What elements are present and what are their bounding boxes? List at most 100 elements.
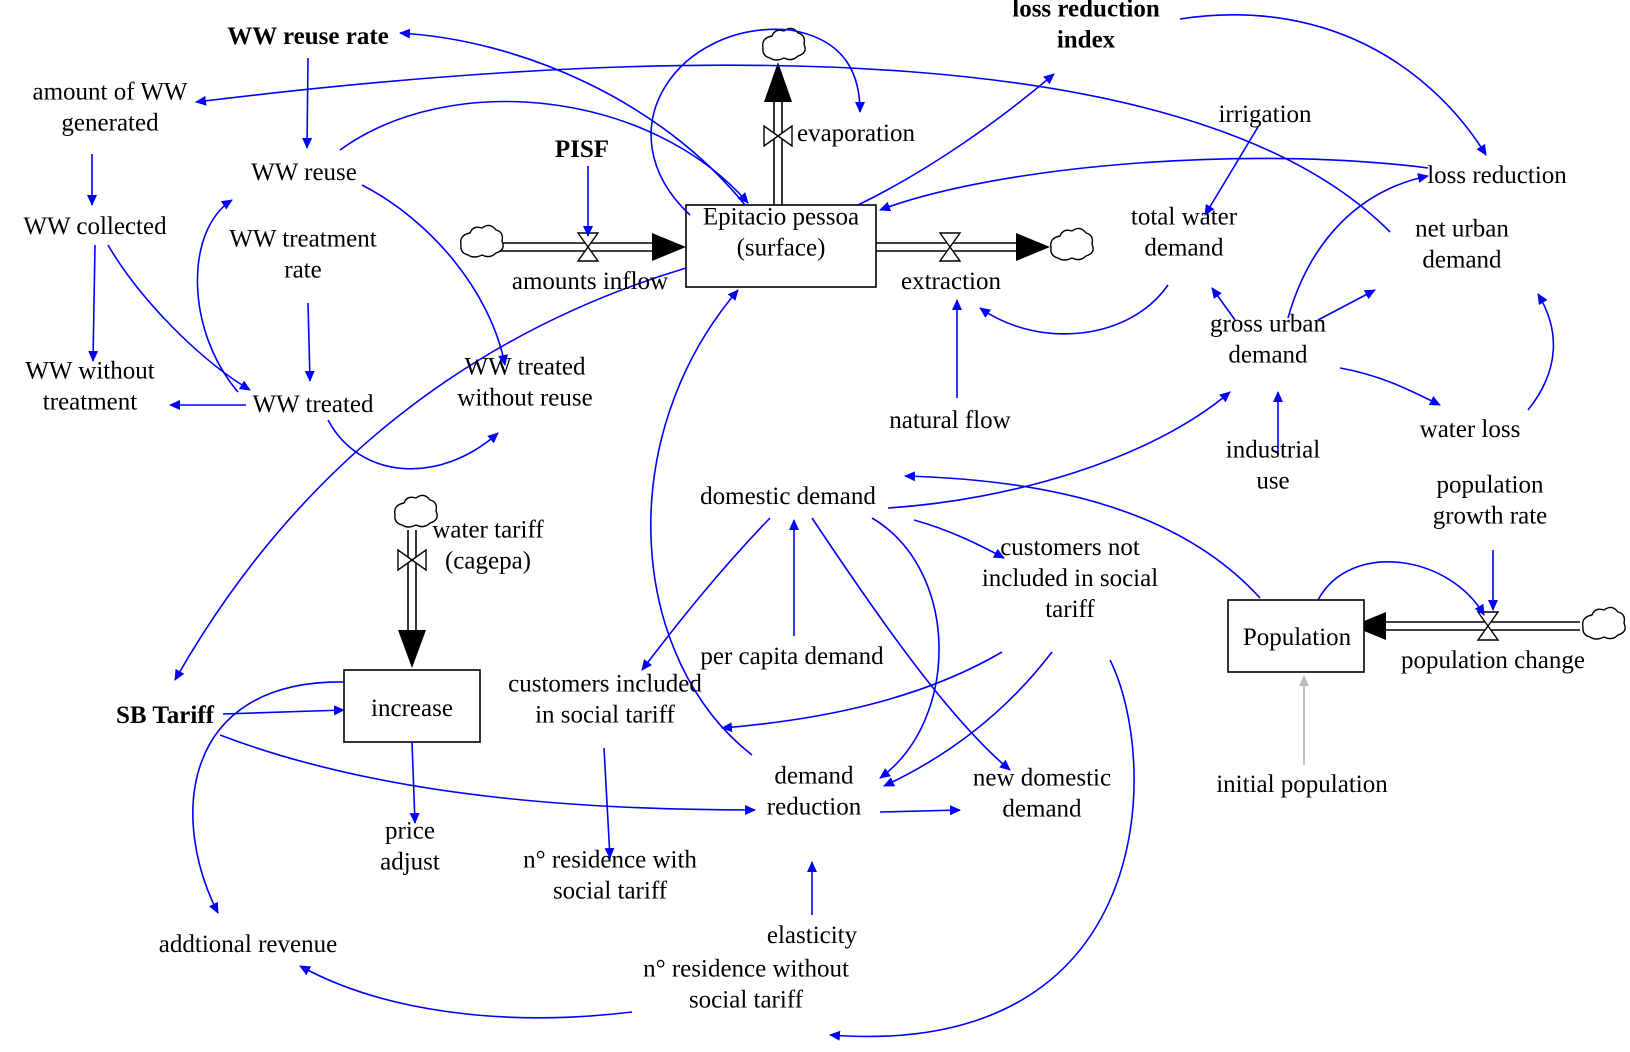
cloud-icon [460,224,504,258]
label-ww-without-treatment-line-2: treatment [43,389,137,416]
label-ww-treatment-rate: WW treatment rate [229,226,376,284]
label-loss-reduction-index: loss reduction index [1012,0,1160,54]
extraction-valve-icon [938,232,962,262]
water-tariff-pipe [398,530,426,668]
label-ww-treatment-rate-line-2: rate [284,257,321,284]
label-increase: increase [371,695,453,722]
label-elasticity: elasticity [767,922,858,949]
label-initial-population: initial population [1216,771,1388,798]
label-gross-urban-demand-line-2: demand [1228,342,1308,369]
label-ww-collected: WW collected [23,213,167,240]
label-industrial-use-line-1: industrial [1226,437,1320,464]
label-population-growth-rate-line-2: growth rate [1433,503,1548,530]
label-population-growth-rate: population growth rate [1433,472,1548,530]
label-addtional-revenue: addtional revenue [159,931,337,958]
label-elasticity-line-1: elasticity [767,922,858,949]
label-ww-treated-without-reuse-line-2: without reuse [457,385,592,412]
label-ww-reuse-rate: WW reuse rate [227,23,389,50]
label-amounts-inflow: amounts inflow [512,268,668,295]
label-n-residence-without-line-2: social tariff [689,987,804,1014]
label-n-residence-with-line-2: social tariff [553,878,668,905]
label-loss-reduction: loss reduction [1427,162,1567,189]
label-pisf: PISF [555,136,609,163]
label-loss-reduction-line-1: loss reduction [1427,162,1567,189]
label-epitacio-pessoa: Epitacio pessoa (surface) [703,204,859,262]
evaporation-valve-icon [763,124,793,148]
water-tariff-valve-icon [397,548,427,572]
label-increase-line-1: increase [371,695,453,722]
label-irrigation: irrigation [1218,101,1312,128]
label-amount-of-ww-generated-line-2: generated [61,110,159,137]
label-gross-urban-demand: gross urban demand [1210,311,1326,369]
label-price-adjust-line-1: price [385,818,435,845]
label-domestic-demand-line-1: domestic demand [700,483,876,510]
label-customers-not-included-line-3: tariff [1045,596,1095,623]
label-ww-treatment-rate-line-1: WW treatment [229,226,376,253]
cloud-icon [762,27,806,61]
label-population-growth-rate-line-1: population [1437,472,1544,499]
label-customers-included-line-2: in social tariff [535,702,675,729]
label-price-adjust-line-2: adjust [380,849,440,876]
population-change-valve-icon [1476,611,1500,641]
stock-increase [343,669,481,743]
label-total-water-demand-line-2: demand [1144,235,1224,262]
label-population: Population [1243,624,1352,651]
label-gross-urban-demand-line-1: gross urban [1210,311,1326,338]
label-ww-treated-without-reuse-line-1: WW treated [465,354,586,381]
population-change-pipe [1352,612,1580,640]
label-n-residence-with: n° residence with social tariff [523,847,697,905]
label-new-domestic-demand-line-1: new domestic [973,765,1111,792]
label-natural-flow: natural flow [889,407,1010,434]
label-total-water-demand: total water demand [1131,204,1238,262]
label-population-change: population change [1401,647,1585,674]
label-irrigation-line-1: irrigation [1218,101,1312,128]
label-price-adjust: price adjust [380,818,440,876]
label-water-loss-line-1: water loss [1420,416,1521,443]
label-sb-tariff: SB Tariff [116,702,215,729]
label-amount-of-ww-generated: amount of WW generated [32,79,187,137]
label-epitacio-pessoa-line-1: Epitacio pessoa [703,204,859,231]
label-n-residence-without-line-1: n° residence without [643,956,849,983]
label-ww-collected-line-1: WW collected [23,213,167,240]
label-n-residence-with-line-1: n° residence with [523,847,697,874]
label-domestic-demand: domestic demand [700,483,876,510]
label-n-residence-without: n° residence without social tariff [643,956,849,1014]
label-initial-population-line-1: initial population [1216,771,1388,798]
label-total-water-demand-line-1: total water [1131,204,1238,231]
label-natural-flow-line-1: natural flow [889,407,1010,434]
label-ww-reuse-line-1: WW reuse [251,159,357,186]
amounts-inflow-pipe [496,233,686,261]
label-demand-reduction: demand reduction [767,763,862,821]
label-evaporation-line-1: evaporation [797,120,916,147]
label-per-capita-demand-line-1: per capita demand [700,643,884,670]
cloud-icon [394,494,438,528]
label-loss-reduction-index-line-1: loss reduction [1012,0,1160,23]
label-loss-reduction-index-line-2: index [1057,27,1116,54]
label-ww-reuse-rate-line-1: WW reuse rate [227,23,389,50]
causal-links [87,14,1555,1041]
label-ww-reuse: WW reuse [251,159,357,186]
stock-population [1227,599,1365,673]
label-extraction: extraction [901,268,1001,295]
label-water-tariff: water tariff(cagepa) [432,517,544,575]
label-amount-of-ww-generated-line-1: amount of WW [32,79,187,106]
label-water-loss: water loss [1420,416,1521,443]
extraction-pipe [876,233,1050,261]
label-epitacio-pessoa-line-2: (surface) [737,235,826,262]
label-demand-reduction-line-1: demand [774,763,854,790]
label-customers-not-included-line-1: customers not [1000,534,1140,561]
label-evaporation: evaporation [797,120,916,147]
evaporation-pipe [764,62,792,205]
label-sb-tariff-line-1: SB Tariff [116,702,215,729]
label-addtional-revenue-line-1: addtional revenue [159,931,337,958]
label-extraction-line-1: extraction [901,268,1001,295]
label-population-line-1: Population [1243,624,1352,651]
label-ww-treated: WW treated [253,391,374,418]
label-per-capita-demand: per capita demand [700,643,884,670]
label-demand-reduction-line-2: reduction [767,794,862,821]
